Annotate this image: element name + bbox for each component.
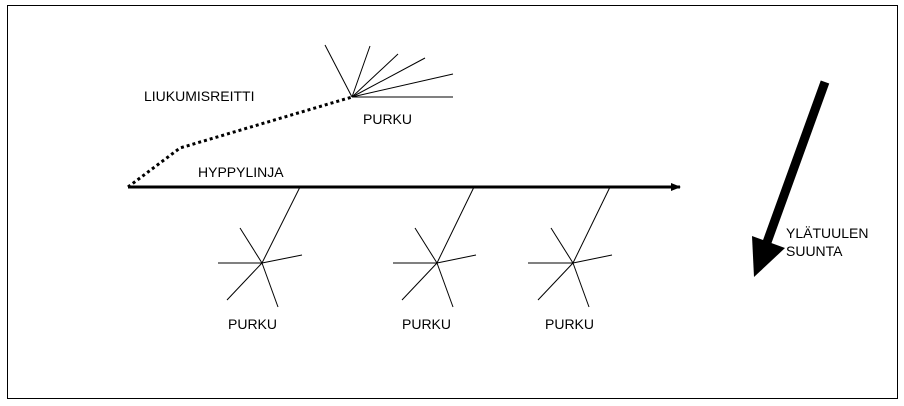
upper-wind-label-line1: YLÄTUULEN (786, 225, 869, 241)
release-burst-3 (528, 186, 613, 308)
release-label-1: PURKU (228, 316, 278, 332)
glide-path-label: LIUKUMISREITTI (144, 88, 255, 104)
release-label-3: PURKU (545, 316, 595, 332)
release-burst-top (324, 44, 454, 98)
jump-line-label: HYPPYLINJA (198, 164, 284, 180)
release-label-top: PURKU (363, 111, 413, 127)
diagram-frame (7, 5, 898, 399)
upper-wind-arrow (752, 80, 830, 277)
release-burst-2 (393, 186, 477, 308)
release-burst-1 (218, 186, 303, 308)
release-label-2: PURKU (402, 316, 452, 332)
upper-wind-label-line2: SUUNTA (786, 243, 843, 259)
upper-wind-label: YLÄTUULEN SUUNTA (786, 224, 868, 260)
